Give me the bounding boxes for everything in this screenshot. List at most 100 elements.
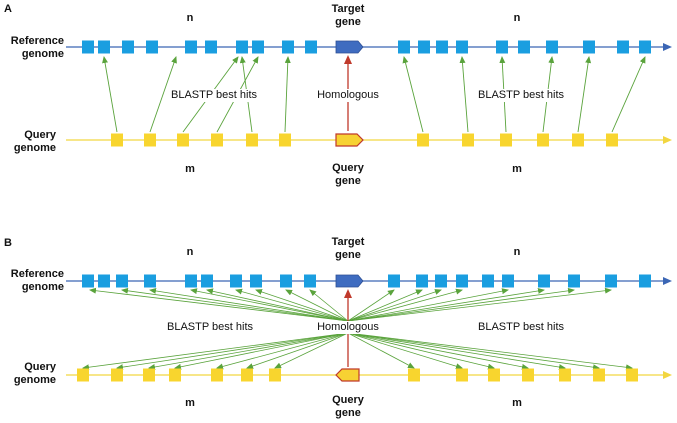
query-gene-line-1: Query — [332, 162, 364, 174]
query-gene-box — [522, 368, 534, 382]
query-label-line-1: Query — [24, 361, 56, 373]
reference-gene — [605, 274, 617, 288]
panel-a-query-genome-label: Query genome — [0, 129, 56, 155]
query-gene-box — [408, 368, 420, 382]
query-gene-box — [269, 368, 281, 382]
homologous-hit-arrow — [347, 332, 566, 371]
reference-gene — [282, 40, 294, 54]
reference-gene — [122, 40, 134, 54]
reference-gene — [205, 40, 217, 54]
query-gene — [335, 133, 364, 147]
reference-gene — [144, 274, 156, 288]
homologous-hit-arrow — [216, 332, 349, 370]
query-gene-box — [177, 133, 189, 147]
reference-gene — [201, 274, 213, 288]
reference-gene — [546, 40, 558, 54]
reference-gene — [82, 40, 94, 54]
query-gene-box — [606, 133, 618, 147]
panel-b-query-gene-label: Query gene — [332, 394, 364, 420]
query-gene-box — [241, 368, 253, 382]
reference-gene — [456, 40, 468, 54]
query-gene-box — [169, 368, 181, 382]
homologous-hit-arrow — [347, 332, 495, 370]
query-gene-box — [417, 133, 429, 147]
homologous-hit-arrow — [347, 332, 633, 371]
reference-gene — [388, 274, 400, 288]
reference-gene — [116, 274, 128, 288]
homologous-hit-arrow — [347, 289, 395, 322]
panel-b-reference-genome-label: Reference genome — [0, 268, 64, 294]
query-gene-box — [77, 368, 89, 382]
homologous-hit-arrow — [347, 288, 509, 322]
homologous-hit-arrow — [116, 332, 349, 371]
reference-gene — [617, 40, 629, 54]
panel-b-blastp-hits-left: BLASTP best hits — [164, 321, 256, 334]
homologous-hit-arrow — [347, 287, 545, 322]
homologous-hit-arrow — [347, 289, 423, 322]
query-gene-box — [111, 133, 123, 147]
reference-label-line-1: Reference — [10, 268, 64, 280]
target-gene-line-1: Target — [331, 3, 365, 15]
query-gene-box — [572, 133, 584, 147]
reference-gene — [418, 40, 430, 54]
panel-b-n-left: n — [186, 246, 194, 258]
panel-b-query-genome-label: Query genome — [0, 361, 56, 387]
reference-gene — [496, 40, 508, 54]
query-gene-box — [279, 133, 291, 147]
homologous-hit-arrow — [255, 289, 349, 322]
query-gene-box — [211, 133, 223, 147]
query-gene-line-1: Query — [332, 394, 364, 406]
homologous-hit-arrow — [347, 332, 415, 369]
panel-a-letter: A — [4, 3, 12, 15]
target-gene-line-2: gene — [335, 16, 361, 28]
homologous-hit-arrow — [82, 332, 349, 371]
homologous-hit-arrow — [347, 332, 600, 371]
reference-gene — [482, 274, 494, 288]
reference-label-line-2: genome — [21, 48, 64, 60]
homologous-hit-arrow — [206, 288, 349, 322]
homologous-hit-arrow — [148, 332, 349, 370]
query-gene-box — [211, 368, 223, 382]
target-gene — [335, 274, 364, 288]
homologous-hit-arrow — [235, 288, 349, 322]
reference-gene — [252, 40, 264, 54]
blastp-hit-arrow — [102, 56, 118, 133]
blastp-hit-arrow — [577, 56, 592, 133]
reference-gene — [538, 274, 550, 288]
query-gene-box — [537, 133, 549, 147]
reference-gene — [280, 274, 292, 288]
query-label-line-1: Query — [24, 129, 56, 141]
panel-a-m-left: m — [185, 163, 195, 175]
homologous-hit-arrow — [347, 332, 529, 370]
query-gene-box — [626, 368, 638, 382]
homologous-hit-arrow — [347, 287, 612, 322]
query-label-line-2: genome — [13, 142, 56, 154]
panel-a-n-left: n — [186, 12, 194, 24]
panel-b-blastp-hits-right: BLASTP best hits — [475, 321, 567, 334]
query-gene-box — [246, 133, 258, 147]
blastp-hit-arrow — [149, 56, 177, 133]
panel-a-homologous-label: Homologous — [315, 89, 381, 102]
query-gene-box — [111, 368, 123, 382]
reference-label-line-2: genome — [21, 281, 64, 293]
panel-a-m-right: m — [512, 163, 522, 175]
homologous-hit-arrow — [174, 332, 349, 370]
panel-a-target-gene-label: Target gene — [332, 3, 365, 29]
homologous-hit-arrow — [190, 288, 349, 322]
reference-gene — [98, 274, 110, 288]
reference-gene — [583, 40, 595, 54]
query-gene-line-2: gene — [335, 175, 361, 187]
reference-gene — [518, 40, 530, 54]
query-gene-line-2: gene — [335, 407, 361, 419]
panel-b-target-gene-label: Target gene — [332, 236, 365, 262]
blastp-hit-arrow — [459, 56, 469, 133]
homologous-hit-arrow — [89, 287, 349, 322]
query-gene-box — [593, 368, 605, 382]
query-label-line-2: genome — [13, 374, 56, 386]
reference-gene — [456, 274, 468, 288]
panel-a-query-gene-label: Query gene — [332, 162, 364, 188]
panel-a-blastp-hits-right: BLASTP best hits — [475, 89, 567, 102]
query-gene-box — [488, 368, 500, 382]
reference-gene — [639, 274, 651, 288]
